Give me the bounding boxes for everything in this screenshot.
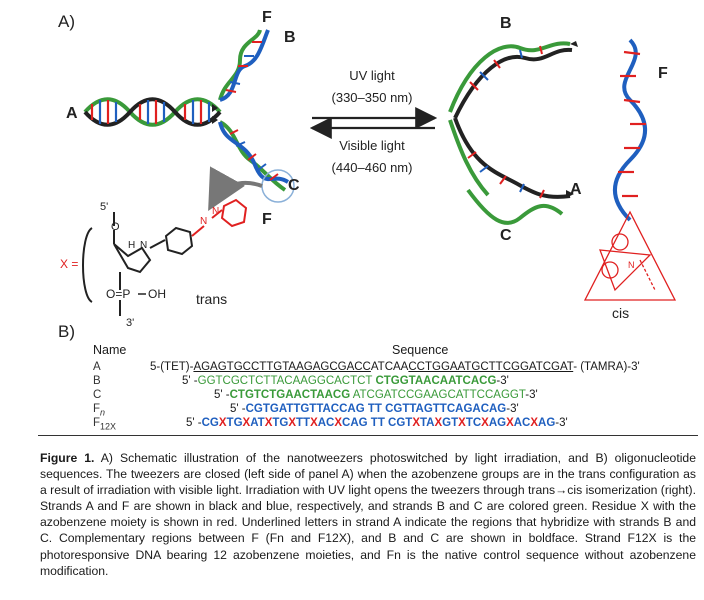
sequence-row-F12X: F12X 5' -CGXTGXATXTGXTTXACXCAG TT CGTXTA… [0, 417, 704, 431]
chem-o: O [111, 221, 120, 233]
uv-label-1: UV light [349, 68, 395, 83]
seq-Fn: 5' -CGTGATTGTTACCAG TT CGTTAGTTCAGACAG-3… [230, 403, 519, 415]
cis-label: cis [612, 305, 629, 321]
chemical-structure-x [82, 198, 248, 316]
panel-a-label: A) [58, 12, 75, 31]
label-B-left: B [284, 29, 296, 46]
label-F-top-left: F [262, 9, 272, 26]
cis-structure [583, 210, 677, 301]
closed-tweezers-helix-upper [218, 29, 270, 102]
chem-p: O=P [106, 287, 130, 301]
sequence-row-Fn: Fn 5' -CGTGATTGTTACCAG TT CGTTAGTTCAGACA… [0, 403, 704, 417]
row-name-F12X: F12X [93, 417, 117, 432]
seq-F12X: 5' -CGXTGXATXTGXTTXACXCAG TT CGTXTAXGTXT… [186, 417, 568, 429]
vis-label-2: (440–460 nm) [332, 160, 413, 175]
zoom-arrow [208, 166, 263, 211]
dye-marker-left [212, 104, 218, 124]
x-equals-label: X = [60, 257, 78, 271]
row-name-B: B [93, 375, 101, 387]
closed-tweezers-helix-lower [218, 120, 295, 203]
column-sequence-header: Sequence [392, 343, 449, 357]
vis-label-1: Visible light [339, 138, 405, 153]
chem-n: N [140, 240, 147, 251]
column-name-header: Name [93, 343, 127, 357]
label-F-bottom-left: F [262, 211, 272, 228]
row-name-Fn: Fn [93, 403, 106, 418]
label-A-left: A [66, 105, 78, 122]
sequence-row-B: B 5' -GGTCGCTCTTACAAGGCACTCT CTGGTAACAAT… [0, 375, 704, 389]
caption-divider [38, 435, 698, 436]
chem-5prime: 5' [100, 201, 108, 213]
chem-3prime: 3' [126, 317, 134, 329]
chem-azo-n2: N [212, 206, 219, 217]
label-C-right: C [500, 227, 512, 244]
cis-n-label: N [628, 260, 635, 270]
chem-h: H [128, 240, 135, 251]
label-F-right: F [658, 65, 668, 82]
closed-tweezers-helix-horizontal [83, 97, 222, 127]
strand-F-cis [613, 38, 647, 222]
chem-azo-n1: N [200, 216, 207, 227]
caption-figure-label: Figure 1. [40, 451, 95, 465]
panel-b-label: B) [58, 322, 75, 341]
sequence-row-A: A 5-(TET)-AGAGTGCCTTGTAAGAGCGACCATCAACCT… [0, 361, 704, 375]
seq-C: 5' -CTGTCTGAACTAACG ATCGATCCGAAGCATTCCAG… [214, 389, 538, 401]
chem-oh: OH [148, 287, 166, 301]
row-name-A: A [93, 361, 101, 373]
trans-label: trans [196, 291, 227, 307]
label-B-right: B [500, 15, 512, 32]
seq-A: 5-(TET)-AGAGTGCCTTGTAAGAGCGACCATCAACCTGG… [150, 361, 640, 373]
seq-B: 5' -GGTCGCTCTTACAAGGCACTCT CTGGTAACAATCA… [182, 375, 509, 387]
row-name-C: C [93, 389, 102, 401]
sequence-row-C: C 5' -CTGTCTGAACTAACG ATCGATCCGAAGCATTCC… [0, 389, 704, 403]
schematic-svg: A F B C F UV light (330–350 nm) Visible … [60, 9, 677, 329]
uv-label-2: (330–350 nm) [332, 90, 413, 105]
figure-caption: Figure 1. A) Schematic illustration of t… [40, 450, 696, 579]
caption-body: A) Schematic illustration of the nanotwe… [40, 451, 696, 578]
label-C-left: C [288, 177, 300, 194]
label-A-right: A [570, 181, 582, 198]
figure-panel-a: A) [58, 9, 677, 329]
open-tweezers [448, 41, 578, 225]
